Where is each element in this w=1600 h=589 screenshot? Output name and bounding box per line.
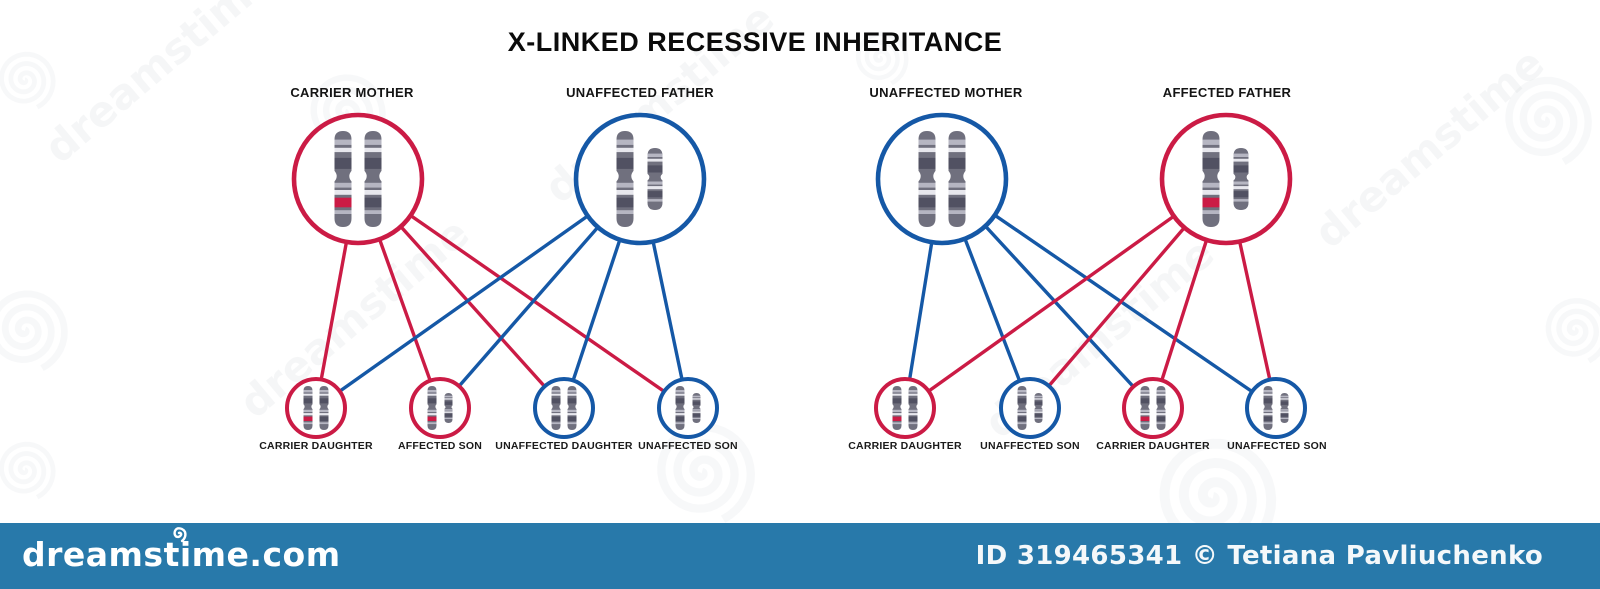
chromosome-graphic [918, 131, 936, 227]
watermark-footer-bar: dreamstime.com ID 319465341 © Tetiana Pa… [0, 523, 1600, 589]
person-circle [409, 377, 471, 439]
chromosome-graphic [1140, 386, 1150, 430]
parent-label-unaffected-mother: UNAFFECTED MOTHER [869, 85, 1023, 100]
dreamstime-spiral-icon [173, 527, 187, 543]
watermark-spiral-icon [0, 441, 56, 500]
child-label: CARRIER DAUGHTER [1096, 440, 1210, 452]
chromosome-graphic [1017, 386, 1027, 430]
child-label: AFFECTED SON [397, 440, 483, 452]
parent-label-carrier-mother: CARRIER MOTHER [290, 85, 414, 100]
person-circle [657, 377, 719, 439]
child-label: CARRIER DAUGHTER [848, 440, 962, 452]
person-circle [291, 112, 425, 246]
chromosome-graphic [364, 131, 382, 227]
watermark-spiral-icon [1159, 438, 1277, 558]
person-circle [1122, 377, 1184, 439]
chromosome-graphic [1233, 148, 1249, 210]
person-circle [533, 377, 595, 439]
watermark-layer: dreamstimedreamstimedreamstimedreamstime… [0, 0, 1600, 553]
chromosome-graphic [675, 386, 685, 430]
watermark-text: dreamstime [35, 0, 283, 173]
person-node-affected [409, 377, 471, 439]
chromosome-graphic [551, 386, 561, 430]
person-node-carrier [874, 377, 936, 439]
person-node-carrier [1122, 377, 1184, 439]
child-label: CARRIER DAUGHTER [259, 440, 373, 452]
chromosome-graphic [303, 386, 313, 430]
person-circle [874, 377, 936, 439]
watermark-spiral-icon [310, 74, 386, 152]
page-title: X-LINKED RECESSIVE INHERITANCE [507, 27, 1003, 57]
child-label: UNAFFECTED DAUGHTER [495, 440, 633, 452]
person-nodes [285, 112, 1307, 439]
chromosome-graphic [692, 393, 701, 423]
person-node-carrier [291, 112, 425, 246]
chromosome-graphic [1034, 393, 1043, 423]
person-circle [875, 112, 1009, 246]
chromosome-graphic [892, 386, 902, 430]
person-node-carrier [285, 377, 347, 439]
watermark-spiral-icon [1505, 76, 1592, 165]
person-circle [573, 112, 707, 246]
person-node-unaffected [533, 377, 595, 439]
person-node-unaffected [657, 377, 719, 439]
chromosome-graphic [616, 131, 634, 227]
watermark-text: dreamstime [1305, 38, 1553, 258]
person-node-affected [1159, 112, 1293, 246]
child-label: UNAFFECTED SON [1227, 440, 1327, 452]
person-node-unaffected [1245, 377, 1307, 439]
chromosome-graphic [908, 386, 918, 430]
chromosome-graphic [567, 386, 577, 430]
chromosome-graphic [319, 386, 329, 430]
chromosome-graphic [427, 386, 437, 430]
chromosome-graphic [1156, 386, 1166, 430]
watermark-spiral-icon [0, 51, 56, 110]
watermark-spiral-icon [1545, 298, 1600, 364]
chromosome-graphic [444, 393, 453, 423]
chromosome-graphic [1263, 386, 1273, 430]
chromosome-graphic [334, 131, 352, 227]
person-circle [1159, 112, 1293, 246]
watermark-spiral-icon [0, 290, 68, 371]
person-circle [999, 377, 1061, 439]
parent-label-affected-father: AFFECTED FATHER [1162, 85, 1292, 100]
image-credit: ID 319465341 © Tetiana Pavliuchenko [975, 541, 1543, 571]
chromosome-graphic [948, 131, 966, 227]
person-node-unaffected [999, 377, 1061, 439]
chromosome-graphic [1202, 131, 1220, 227]
chromosome-graphic [647, 148, 663, 210]
person-circle [1245, 377, 1307, 439]
dreamstime-logo: dreamstime.com [22, 527, 341, 574]
watermark-spiral-icon [855, 31, 909, 86]
person-node-unaffected [875, 112, 1009, 246]
person-node-unaffected [573, 112, 707, 246]
inheritance-line [941, 177, 1277, 410]
child-label: UNAFFECTED SON [980, 440, 1080, 452]
chromosome-graphic [1280, 393, 1289, 423]
parent-label-unaffected-father: UNAFFECTED FATHER [566, 85, 714, 100]
inheritance-line [357, 177, 689, 410]
person-circle [285, 377, 347, 439]
child-label: UNAFFECTED SON [638, 440, 738, 452]
